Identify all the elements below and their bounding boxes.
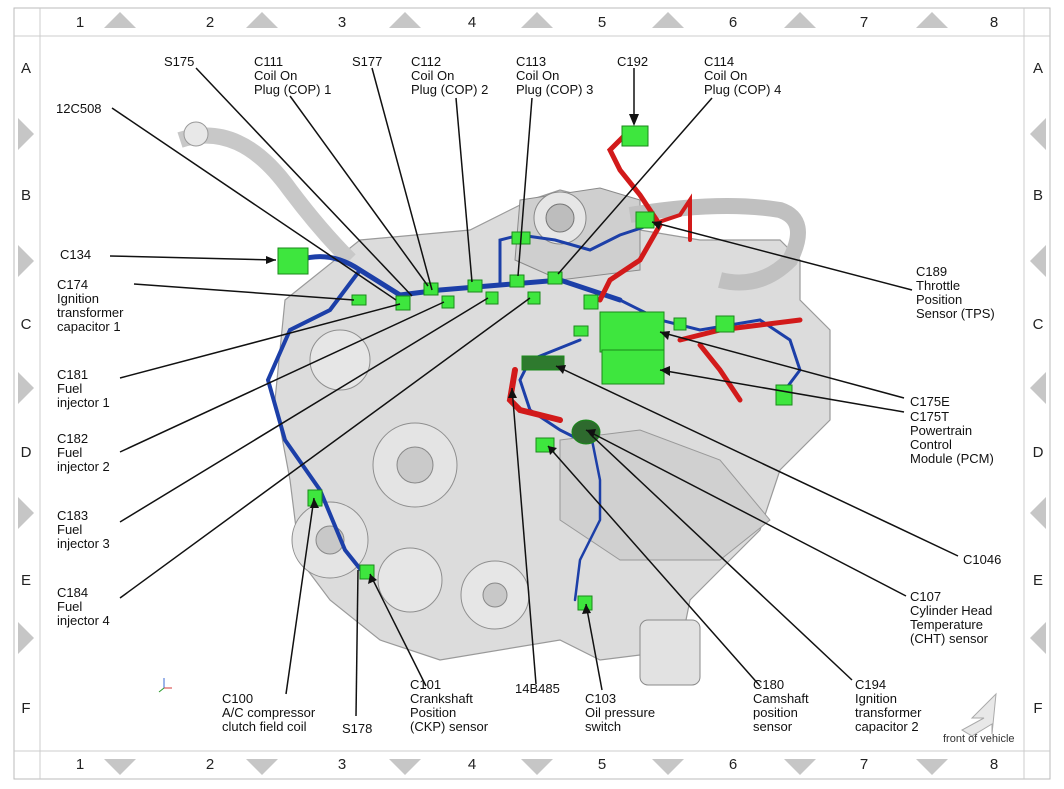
label-c175e: C175E <box>910 394 950 409</box>
arrowheads <box>266 114 670 614</box>
axis-triad-icon <box>158 678 172 693</box>
grid-row-f-right: F <box>1033 700 1043 717</box>
grid-row-a-right: A <box>1032 60 1043 77</box>
front-of-vehicle-label: front of vehicle <box>943 733 1015 745</box>
grid-col-1-bottom: 1 <box>75 756 85 773</box>
grid-row-c-right: C <box>1032 316 1044 333</box>
label-s178: S178 <box>342 721 373 736</box>
grid-col-4: 4 <box>467 14 477 31</box>
grid-col-3: 3 <box>337 14 347 31</box>
grid-col-2-bottom: 2 <box>205 756 215 773</box>
grid-row-f: F <box>21 700 31 717</box>
grid-row-a: A <box>20 60 31 77</box>
grid-col-7: 7 <box>859 14 869 31</box>
grid-col-7-bottom: 7 <box>859 756 869 773</box>
grid-col-8: 8 <box>989 14 999 31</box>
grid-col-2: 2 <box>205 14 215 31</box>
grid-col-1: 1 <box>75 14 85 31</box>
grid-row-b: B <box>20 187 31 204</box>
grid-col-4-bottom: 4 <box>467 756 477 773</box>
grid-col-3-bottom: 3 <box>337 756 347 773</box>
engine-illustration <box>177 121 831 686</box>
grid-markers <box>18 12 1046 775</box>
label-c192: C192 <box>617 54 649 69</box>
grid-row-e-right: E <box>1032 572 1043 589</box>
label-c134: C134 <box>60 247 92 262</box>
grid-row-c: C <box>20 316 32 333</box>
grid-col-5-bottom: 5 <box>597 756 607 773</box>
grid-row-d-right: D <box>1032 444 1044 461</box>
grid-col-6-bottom: 6 <box>728 756 738 773</box>
label-c1046: C1046 <box>963 552 1002 567</box>
grid-row-b-right: B <box>1032 187 1043 204</box>
label-12c508: 12C508 <box>56 101 102 116</box>
grid-col-6: 6 <box>728 14 738 31</box>
label-14b485: 14B485 <box>515 681 560 696</box>
grid-row-d: D <box>20 444 32 461</box>
front-of-vehicle-arrow-icon <box>960 692 997 737</box>
label-s175: S175 <box>164 54 195 69</box>
label-s177: S177 <box>352 54 383 69</box>
grid-col-8-bottom: 8 <box>989 756 999 773</box>
grid-col-5: 5 <box>597 14 607 31</box>
grid-row-e: E <box>20 572 31 589</box>
